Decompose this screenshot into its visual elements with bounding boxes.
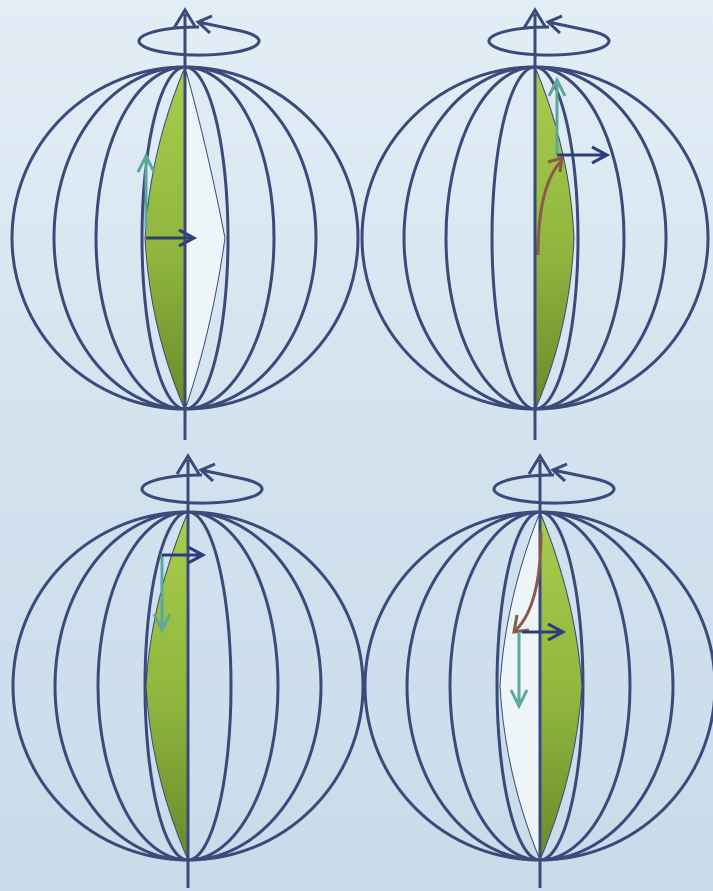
panel-top-left <box>12 10 358 440</box>
rotation-loop <box>489 22 609 55</box>
rotation-loop <box>139 22 259 55</box>
rotation-loop <box>494 470 614 503</box>
panel-top-right <box>362 10 708 440</box>
green-lune <box>535 67 574 410</box>
green-lune <box>540 512 582 860</box>
green-lune <box>146 512 188 860</box>
rotation-loop <box>142 470 262 503</box>
panel-bottom-left <box>13 456 363 888</box>
panel-bottom-right <box>365 456 713 888</box>
